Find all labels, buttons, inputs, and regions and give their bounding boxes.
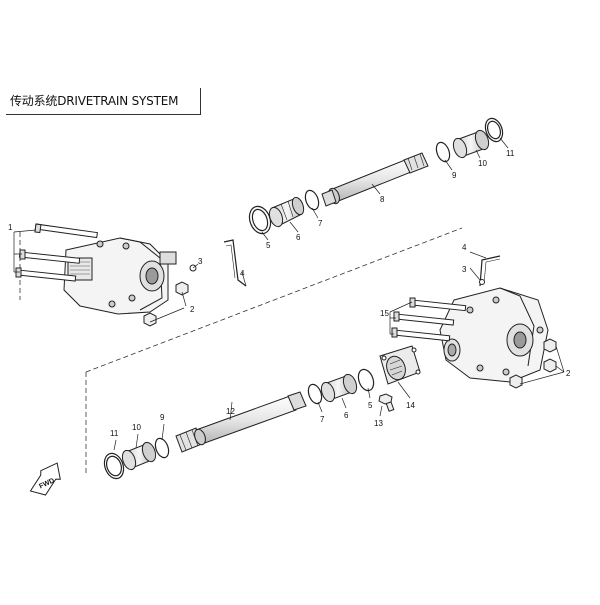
callout-10-rear: 10 [132,423,141,432]
rear-boot-6 [320,373,358,403]
rear-breather-clip [479,279,485,285]
callout-4-rear: 4 [462,243,467,252]
callout-12: 12 [226,407,235,416]
diagram-title: 传动系统DRIVETRAIN SYSTEM [10,94,179,108]
rear-mounting-bolts [391,297,467,342]
callout-3-front: 3 [198,257,203,266]
title-frame [6,88,201,115]
callout-6-front: 6 [296,233,301,242]
rear-breather-hose [479,255,501,287]
rear-clamp-5 [357,368,375,392]
callout-7-rear: 7 [320,415,325,424]
callout-13: 13 [374,419,383,428]
front-breather-hose [223,239,247,287]
front-differential [63,237,177,315]
front-shaft-8 [321,152,429,207]
callout-9-front: 9 [452,171,457,180]
callout-1: 1 [8,223,13,232]
rear-bolt-13 [378,393,395,412]
front-mounting-bolts [15,223,98,282]
callout-15: 15 [380,309,389,318]
callout-11-rear: 11 [110,429,119,438]
fwd-arrow-icon [29,462,61,496]
callout-8: 8 [380,195,385,204]
callout-labels: 1 2 3 4 5 6 7 8 9 10 11 12 11 10 9 7 6 5… [8,149,571,490]
rear-differential [439,287,549,383]
front-nuts [143,281,189,327]
callout-9-rear: 9 [160,413,165,422]
callout-3-rear: 3 [462,265,467,274]
rear-shaft-12 [175,391,307,453]
front-clamp-5 [248,205,272,235]
callout-2-rear: 2 [566,369,571,378]
front-boot-6 [268,196,305,228]
callout-5-rear: 5 [368,401,373,410]
rear-nuts [509,338,557,389]
callout-14: 14 [406,401,415,410]
front-clamp-7 [304,189,320,211]
callout-4-front: 4 [240,269,245,278]
callout-7-front: 7 [318,219,323,228]
front-boot-10 [452,129,490,159]
callout-5-front: 5 [266,241,271,250]
callout-2-front: 2 [190,305,195,314]
rear-clamp-11 [103,452,125,480]
callout-6-rear: 6 [344,411,349,420]
rear-flange-14 [379,345,421,385]
front-clamp-9 [435,141,451,163]
rear-boot-10 [121,441,157,471]
callout-11-front: 11 [506,149,515,158]
dashed-guide-lines [19,227,463,476]
front-clamp-11 [484,117,504,143]
leader-lines [13,137,565,451]
callout-10-front: 10 [478,159,487,168]
rear-clamp-9 [154,437,170,459]
